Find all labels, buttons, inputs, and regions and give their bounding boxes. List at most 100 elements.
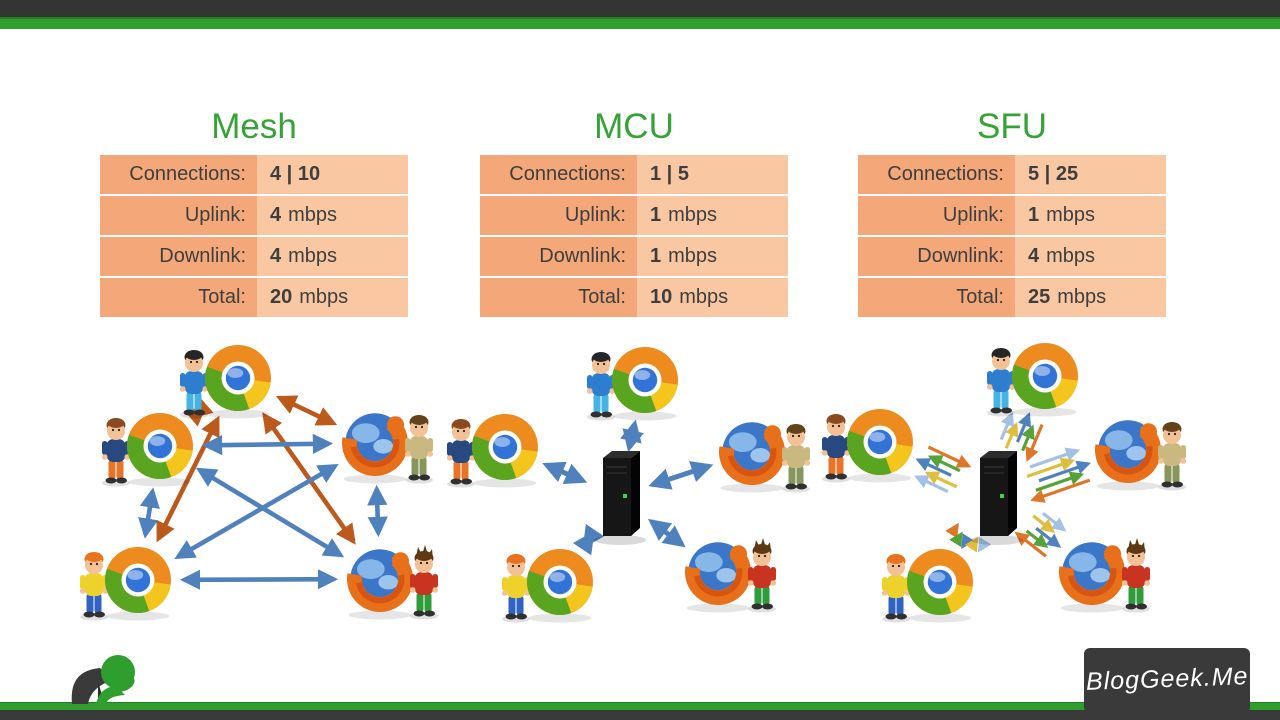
cartoon-person bbox=[501, 554, 531, 623]
table-row: Connections: 4 | 10 bbox=[100, 155, 408, 194]
row-value-number: 4 | 10 bbox=[270, 163, 321, 185]
row-value: 4 mbps bbox=[257, 237, 408, 276]
row-value-unit: mbps bbox=[679, 286, 729, 308]
user-node-chrome bbox=[179, 345, 271, 419]
cartoon-person bbox=[409, 545, 439, 620]
sfu-diagram bbox=[821, 343, 1187, 623]
row-label: Downlink: bbox=[858, 237, 1015, 276]
table-row: Connections: 1 | 5 bbox=[480, 155, 788, 194]
row-value-unit: mbps bbox=[288, 245, 338, 267]
row-value-number: 1 bbox=[1028, 204, 1040, 226]
user-node-firefox bbox=[719, 422, 811, 493]
row-value: 1 mbps bbox=[1015, 196, 1166, 235]
row-label: Uplink: bbox=[100, 196, 257, 235]
table-row: Total: 20 mbps bbox=[100, 278, 408, 317]
sfu-title: SFU bbox=[977, 107, 1047, 146]
nodes-layer bbox=[821, 343, 1187, 623]
mcu-diagram bbox=[446, 347, 811, 623]
row-label: Total: bbox=[858, 278, 1015, 317]
row-value-number: 4 bbox=[270, 204, 282, 226]
cartoon-person bbox=[747, 538, 777, 613]
top-dark-bar bbox=[0, 0, 1280, 17]
user-node-firefox bbox=[347, 545, 439, 620]
row-label: Downlink: bbox=[480, 237, 637, 276]
table-row: Downlink: 4 mbps bbox=[100, 237, 408, 276]
mesh-title: Mesh bbox=[211, 107, 297, 146]
cartoon-person bbox=[781, 424, 811, 493]
bloggeek-logo-text: BlogGeek.Me bbox=[1085, 662, 1249, 696]
row-value-unit: mbps bbox=[288, 204, 338, 226]
cartoon-person bbox=[1121, 538, 1151, 613]
user-node-chrome bbox=[881, 549, 973, 623]
row-value-unit: mbps bbox=[1057, 286, 1107, 308]
row-label: Downlink: bbox=[100, 237, 257, 276]
table-row: Downlink: 1 mbps bbox=[480, 237, 788, 276]
row-value: 20 mbps bbox=[257, 278, 408, 317]
cartoon-person bbox=[101, 418, 131, 487]
cartoon-person bbox=[404, 415, 434, 484]
table-row: Connections: 5 | 25 bbox=[858, 155, 1166, 194]
cartoon-person bbox=[586, 352, 616, 421]
row-value: 4 mbps bbox=[257, 196, 408, 235]
bloggeek-logo: BlogGeek.Me bbox=[1084, 648, 1250, 711]
mesh-diagram bbox=[79, 345, 439, 621]
cartoon-person bbox=[821, 414, 851, 483]
row-value-number: 10 bbox=[650, 286, 673, 308]
mesh-table: Connections: 4 | 10 Uplink: 4 mbps Downli… bbox=[100, 155, 408, 317]
row-value-unit: mbps bbox=[668, 245, 718, 267]
row-value-unit: mbps bbox=[299, 286, 349, 308]
user-node-firefox bbox=[1095, 420, 1187, 491]
user-node-chrome bbox=[501, 549, 593, 623]
arrows-layer bbox=[914, 411, 1091, 558]
cartoon-person bbox=[79, 552, 109, 621]
row-value: 5 | 25 bbox=[1015, 155, 1166, 194]
cartoon-person bbox=[881, 554, 911, 623]
mesh-section: Mesh Connections: 4 | 10 Uplink: 4 mbps D… bbox=[100, 103, 408, 317]
user-node-firefox bbox=[341, 413, 434, 484]
row-value: 4 | 10 bbox=[257, 155, 408, 194]
row-value-unit: mbps bbox=[1046, 245, 1096, 267]
mcu-title: MCU bbox=[594, 107, 674, 146]
row-value-number: 1 bbox=[650, 245, 662, 267]
row-label: Total: bbox=[480, 278, 637, 317]
user-node-chrome bbox=[586, 347, 678, 421]
row-value-number: 1 bbox=[650, 204, 662, 226]
row-value-number: 4 bbox=[270, 245, 282, 267]
row-value: 4 mbps bbox=[1015, 237, 1166, 276]
cartoon-person bbox=[986, 348, 1016, 417]
row-label: Uplink: bbox=[480, 196, 637, 235]
user-node-chrome bbox=[986, 343, 1078, 417]
bottom-dark-bar bbox=[0, 710, 1280, 720]
cartoon-person bbox=[446, 419, 476, 488]
cartoon-person bbox=[179, 350, 209, 419]
arrows-layer bbox=[138, 395, 388, 590]
user-node-firefox bbox=[1059, 538, 1151, 613]
user-node-chrome bbox=[101, 413, 193, 487]
cartoon-person bbox=[1157, 422, 1187, 491]
row-value-number: 4 bbox=[1028, 245, 1040, 267]
user-node-chrome bbox=[79, 547, 171, 621]
row-value: 10 mbps bbox=[637, 278, 788, 317]
row-value-unit: mbps bbox=[1046, 204, 1096, 226]
table-row: Total: 10 mbps bbox=[480, 278, 788, 317]
bottom-green-bar bbox=[0, 702, 1280, 710]
user-node-chrome bbox=[821, 409, 913, 483]
arrows-layer bbox=[542, 419, 714, 556]
user-node-firefox bbox=[685, 538, 777, 613]
row-value-number: 20 bbox=[270, 286, 293, 308]
row-label: Connections: bbox=[858, 155, 1015, 194]
row-label: Connections: bbox=[480, 155, 637, 194]
row-value-number: 1 | 5 bbox=[650, 163, 689, 185]
row-label: Total: bbox=[100, 278, 257, 317]
row-value: 1 | 5 bbox=[637, 155, 788, 194]
table-row: Downlink: 4 mbps bbox=[858, 237, 1166, 276]
